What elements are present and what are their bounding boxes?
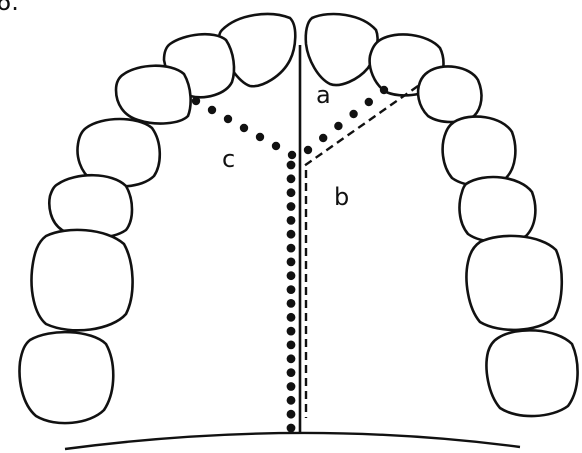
dotted-line-c-dot (287, 271, 296, 280)
tooth-right-central-incisor (306, 14, 378, 85)
figure-number-label: 6. (0, 0, 19, 16)
tooth-left-second-premolar (49, 175, 132, 237)
dotted-line-c-dot (287, 258, 296, 267)
dotted-line-c-dot (208, 106, 216, 114)
dotted-line-c-dot (287, 299, 296, 308)
label-b: b (334, 183, 349, 211)
label-c: c (222, 145, 235, 173)
dotted-line-a-dot (349, 110, 357, 118)
dotted-line-c-dot (287, 202, 296, 211)
tooth-right-second-premolar (460, 177, 536, 242)
dotted-line-c-dot (272, 142, 280, 150)
dotted-line-c-dot (287, 216, 296, 225)
dotted-line-c-dot (287, 244, 296, 253)
dotted-line-a-dot (319, 134, 327, 142)
dotted-line-c-dot (287, 382, 296, 391)
dotted-line-a-dot (334, 122, 342, 130)
dotted-line-c-dot (287, 396, 296, 405)
dotted-line-c-dot (287, 161, 296, 170)
label-a: a (316, 81, 331, 109)
dotted-line-c-dot (287, 327, 296, 336)
tooth-right-first-premolar (443, 117, 516, 186)
dotted-line-c-dot (224, 115, 232, 123)
tooth-left-canine (116, 66, 191, 124)
dotted-line-c-dot (287, 341, 296, 350)
dotted-line-c-dot (287, 174, 296, 183)
dotted-line-c-dot (287, 285, 296, 294)
tooth-left-first-molar (32, 230, 133, 330)
tooth-right-canine (418, 66, 481, 122)
tooth-right-first-molar (467, 236, 562, 330)
dotted-line-a-dot (304, 146, 312, 154)
dotted-line-c (192, 97, 296, 433)
tooth-right-second-molar (487, 330, 578, 416)
dotted-line-c-dot (288, 151, 296, 159)
dotted-line-c-dot (240, 124, 248, 132)
dotted-line-a-dot (365, 98, 373, 106)
dotted-line-c-dot (192, 97, 200, 105)
dotted-line-a-dot (380, 86, 388, 94)
dotted-line-c-dot (256, 133, 264, 141)
tooth-left-second-molar (20, 332, 114, 423)
dotted-line-c-dot (287, 424, 296, 433)
dotted-line-c-dot (287, 368, 296, 377)
dotted-line-c-dot (287, 354, 296, 363)
dotted-line-c-dot (287, 230, 296, 239)
base-curve (65, 433, 520, 449)
dotted-line-c-dot (287, 188, 296, 197)
dotted-line-c-dot (287, 313, 296, 322)
dotted-line-c-dot (287, 410, 296, 419)
